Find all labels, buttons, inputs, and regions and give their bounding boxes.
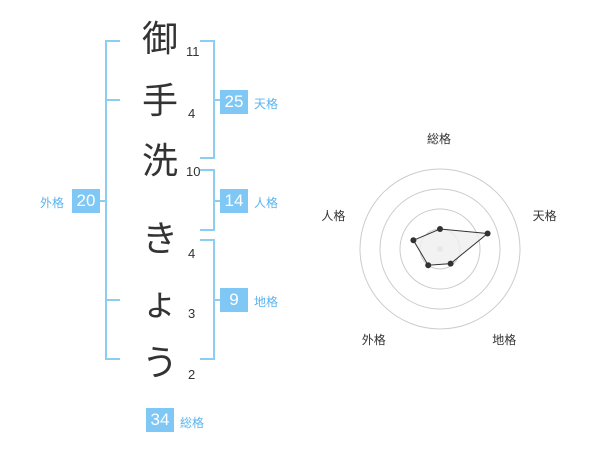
tenkaku-value: 25 xyxy=(220,90,248,114)
radar-point xyxy=(484,230,491,237)
radar-point xyxy=(410,237,417,244)
chikaku-value: 9 xyxy=(220,288,248,312)
stroke-count-6: 2 xyxy=(188,367,196,382)
stroke-count-1: 11 xyxy=(186,44,200,59)
radar-ring xyxy=(399,208,481,290)
jinkaku-label: 人格 xyxy=(254,196,279,210)
soukaku-label: 総格 xyxy=(180,416,205,430)
radar-ring xyxy=(359,168,521,330)
radar-axis-label: 外格 xyxy=(361,332,386,347)
radar-point xyxy=(437,226,443,232)
radar-axis-label: 地格 xyxy=(492,332,517,347)
radar-axis-label: 天格 xyxy=(532,208,557,223)
name-char-2: 手 xyxy=(141,81,178,122)
chikaku-label: 地格 xyxy=(254,295,279,309)
name-char-6: う xyxy=(141,343,178,384)
stroke-count-4: 4 xyxy=(188,246,196,261)
tenkaku-label: 天格 xyxy=(254,97,279,111)
gaikaku-label: 外格 xyxy=(40,196,65,210)
stroke-count-3: 10 xyxy=(186,164,201,179)
name-char-5: ょ xyxy=(141,283,178,324)
name-char-4: き xyxy=(141,219,178,260)
radar-point xyxy=(425,262,432,269)
soukaku-value: 34 xyxy=(146,408,174,432)
radar-point xyxy=(447,260,454,267)
gaikaku-value: 20 xyxy=(72,189,100,213)
radar-axis-label: 総格 xyxy=(427,132,452,146)
name-char-3: 洗 xyxy=(141,141,178,182)
stroke-count-2: 4 xyxy=(188,106,196,121)
radar-axis-label: 人格 xyxy=(321,208,346,223)
jinkaku-value: 14 xyxy=(220,189,248,213)
radar-series-polygon xyxy=(412,228,489,266)
stroke-count-5: 3 xyxy=(188,306,196,321)
name-char-1: 御 xyxy=(141,19,178,60)
radar-ring xyxy=(379,188,501,310)
